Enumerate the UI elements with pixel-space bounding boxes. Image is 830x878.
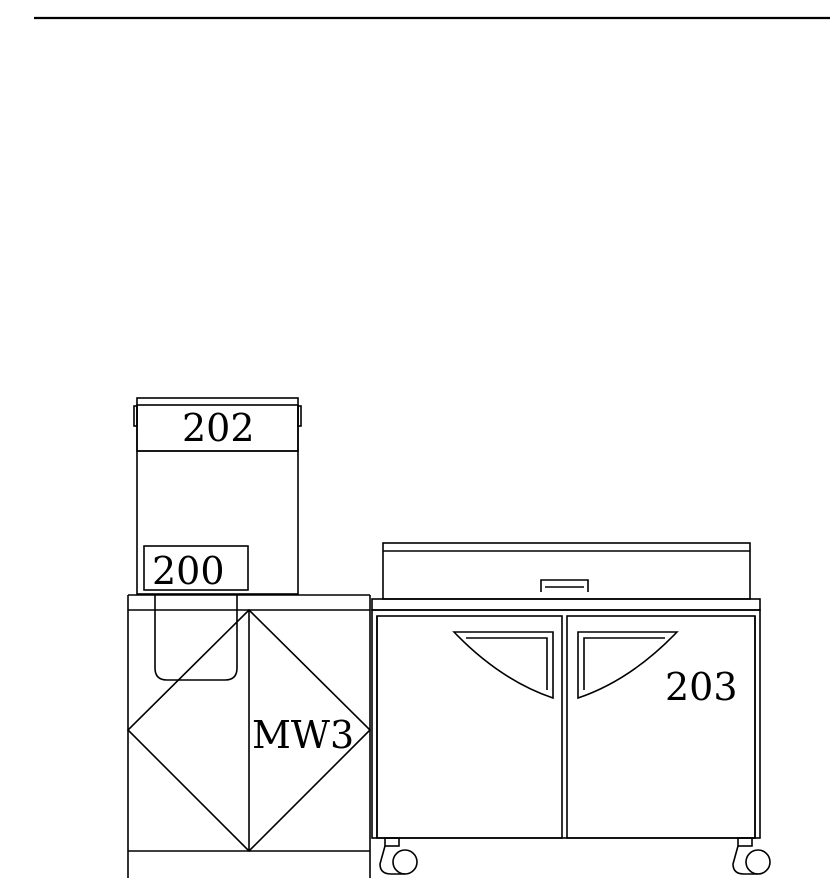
equipment-200: 200 — [143, 545, 249, 681]
lid-handle — [540, 579, 589, 592]
door-right-handle — [577, 631, 679, 700]
label-203: 203 — [665, 665, 738, 709]
caster-right — [732, 837, 771, 875]
equipment-203-body — [371, 609, 761, 839]
equipment-202: 202 — [133, 397, 302, 595]
cabinet-mw3: MW3 — [126, 594, 372, 878]
mw3-diamond-symbol — [126, 608, 372, 853]
door-right — [566, 615, 756, 839]
equipment-203: 203 — [371, 542, 771, 875]
equipment-200-tag-box — [143, 545, 249, 591]
equipment-202-body — [136, 397, 299, 595]
equipment-203-countertop — [371, 598, 761, 611]
label-202: 202 — [182, 406, 255, 450]
label-200: 200 — [152, 549, 225, 593]
caster-left — [379, 837, 418, 875]
equipment-200-basin — [154, 595, 238, 681]
label-mw3: MW3 — [252, 713, 354, 757]
door-left — [376, 615, 563, 839]
door-left-handle — [452, 631, 554, 700]
